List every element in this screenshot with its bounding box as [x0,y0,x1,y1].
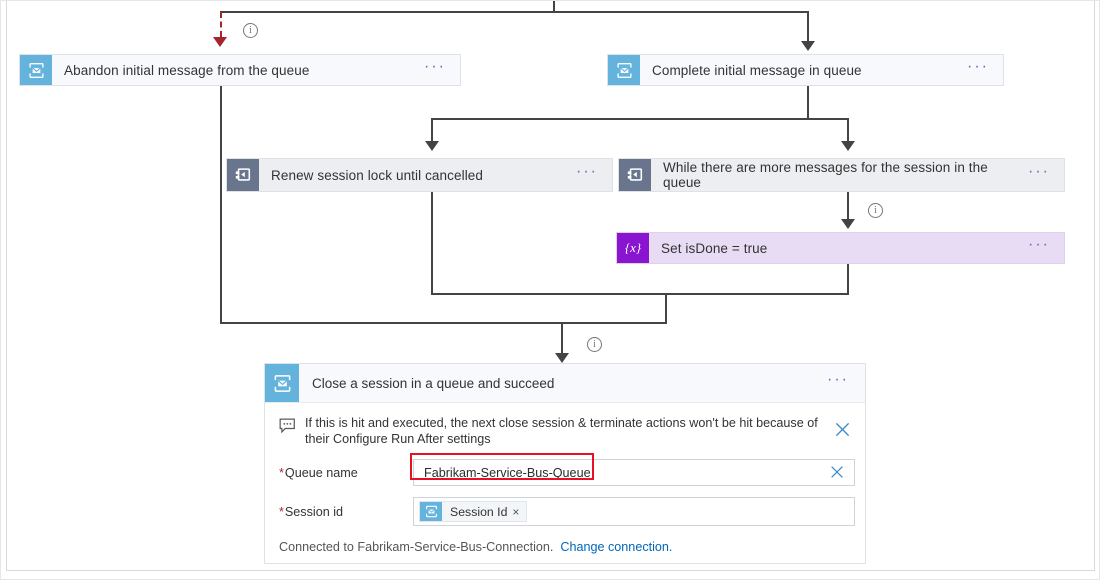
connector-final-down [561,322,563,355]
connector-merge-horizontal-upper [431,293,849,295]
service-bus-icon [608,55,640,85]
action-title: While there are more messages for the se… [663,160,988,190]
connector-while-down [847,118,849,143]
field-label-queue-name: *Queue name [279,466,413,480]
action-title: Abandon initial message from the queue [64,62,310,78]
close-icon-small[interactable]: × [512,504,520,519]
until-loop-icon [619,159,651,191]
connector-while-to-setvar [847,192,849,221]
panel-note: If this is hit and executed, the next cl… [265,403,865,453]
session-id-token[interactable]: Session Id × [419,501,528,522]
arrowhead-renew [425,141,439,151]
service-bus-icon [20,55,52,85]
connector-abandon-long-down [220,86,222,324]
required-marker: * [279,504,284,519]
action-menu-ellipsis[interactable]: ··· [576,163,598,180]
action-card-abandon[interactable]: Abandon initial message from the queue ·… [19,54,461,86]
service-bus-icon [420,502,442,521]
connector-complete-down [807,86,809,120]
field-row-session-id: *Session id Session Id × [265,497,865,526]
arrowhead-setvar [841,219,855,229]
field-row-queue-name: *Queue name Fabrikam-Service-Bus-Queue [265,459,865,486]
session-id-input[interactable]: Session Id × [413,497,855,526]
connector-middle-horizontal [431,118,849,120]
connector-top-stub [553,1,555,13]
connection-status-text: Connected to Fabrikam-Service-Bus-Connec… [279,540,554,554]
connector-complete-vertical [807,11,809,43]
arrowhead-close-session [555,353,569,363]
connector-abandon-dashed [220,12,222,37]
action-card-complete[interactable]: Complete initial message in queue ··· [607,54,1004,86]
panel-menu-ellipsis[interactable]: ··· [827,370,849,388]
session-id-token-label: Session Id [450,504,508,519]
action-panel-close-session[interactable]: Close a session in a queue and succeed ·… [264,363,866,564]
panel-header[interactable]: Close a session in a queue and succeed ·… [265,364,865,403]
info-icon-set-isdone[interactable]: i [868,203,883,218]
until-loop-icon [227,159,259,191]
action-card-while-more-messages[interactable]: While there are more messages for the se… [618,158,1065,192]
change-connection-link[interactable]: Change connection. [560,540,673,554]
action-menu-ellipsis[interactable]: ··· [1028,163,1050,180]
arrowhead-complete [801,41,815,51]
variable-icon: {x} [617,233,649,263]
action-menu-ellipsis[interactable]: ··· [424,58,446,75]
action-menu-ellipsis[interactable]: ··· [1028,236,1050,253]
panel-title: Close a session in a queue and succeed [312,375,555,391]
comment-icon [279,415,301,439]
connector-merge-link-vertical [665,293,667,323]
connector-setvar-merge-down [847,264,849,295]
clear-icon[interactable] [829,464,845,485]
field-label-text: Queue name [284,465,358,480]
connector-renew-merge-down [431,192,433,295]
info-icon-abandon-branch[interactable]: i [243,23,258,38]
field-label-text: Session id [284,504,344,519]
arrowhead-abandon [213,37,227,47]
variable-icon-glyph: {x} [624,240,642,255]
action-title: Complete initial message in queue [652,62,862,78]
queue-name-input[interactable]: Fabrikam-Service-Bus-Queue [413,459,855,486]
service-bus-icon [265,364,299,402]
action-card-set-isdone[interactable]: {x} Set isDone = true ··· [616,232,1065,264]
queue-name-value: Fabrikam-Service-Bus-Queue [424,465,591,480]
connector-top-horizontal [220,11,809,13]
action-card-renew-session-lock[interactable]: Renew session lock until cancelled ··· [226,158,613,192]
action-title: Renew session lock until cancelled [271,167,484,183]
field-label-session-id: *Session id [279,505,413,519]
connection-status-row: Connected to Fabrikam-Service-Bus-Connec… [265,526,865,554]
connector-renew-down [431,118,433,143]
panel-note-text: If this is hit and executed, the next cl… [305,416,818,446]
arrowhead-while [841,141,855,151]
action-title: Set isDone = true [661,240,768,256]
connector-merge-horizontal-lower [220,322,667,324]
close-icon[interactable] [829,415,855,438]
info-icon-close-session[interactable]: i [587,337,602,352]
required-marker: * [279,465,284,480]
action-menu-ellipsis[interactable]: ··· [967,58,989,75]
